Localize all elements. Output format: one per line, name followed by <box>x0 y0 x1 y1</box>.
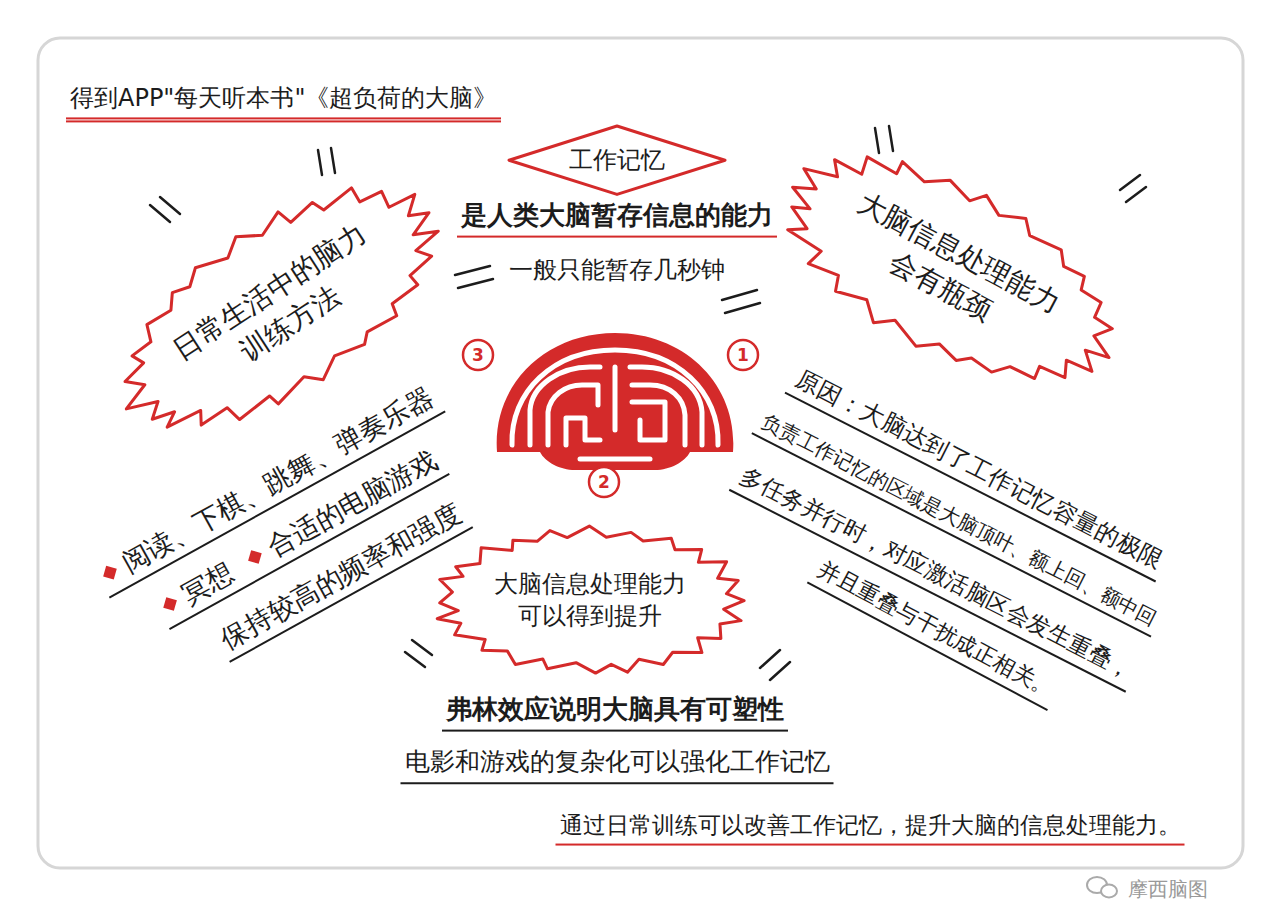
item-wrap: 得到APP"每天听本书"《超负荷的大脑》 <box>70 84 497 112</box>
node-text: 工作记忆 <box>569 144 665 176</box>
node-text: 大脑信息处理能力 可以得到提升 <box>492 568 689 633</box>
item-wrap: 2 <box>598 472 610 492</box>
callout-circle <box>589 467 619 497</box>
text-row: 一般只能暂存几秒钟 <box>505 255 729 289</box>
burst-outline <box>426 522 754 679</box>
underlined-row: 电影和游戏的复杂化可以强化工作记忆 <box>401 746 834 784</box>
page-title: 得到APP"每天听本书"《超负荷的大脑》 <box>70 84 497 112</box>
bullet-diamond <box>103 566 117 580</box>
text-row: 3 <box>472 347 484 364</box>
item-wrap: 电影和游戏的复杂化可以强化工作记忆 <box>405 747 830 776</box>
underlined-row: 弗林效应说明大脑具有可塑性 <box>442 693 788 732</box>
callout-circles <box>463 340 758 497</box>
item-wrap: 通过日常训练可以改善工作记忆，提升大脑的信息处理能力。 <box>560 812 1181 838</box>
item-wrap: 是人类大脑暂存信息的能力 <box>461 200 773 230</box>
brain-shape <box>497 333 734 470</box>
item-wrap: 摩西脑图 <box>1128 877 1208 901</box>
text-row: 摩西脑图 <box>1124 876 1212 905</box>
callout-number: 1 <box>737 345 749 365</box>
item-wrap: 1 <box>737 345 749 365</box>
brain-illustration <box>497 333 734 470</box>
callout-number: 3 <box>472 345 484 365</box>
node-text-box: 大脑信息处理能力 可以得到提升 <box>492 568 689 633</box>
summary-caption: 通过日常训练可以改善工作记忆，提升大脑的信息处理能力。 <box>560 812 1181 838</box>
text-row: 1 <box>737 347 749 364</box>
note-text: 一般只能暂存几秒钟 <box>509 256 725 284</box>
evidence-text: 弗林效应说明大脑具有可塑性 <box>446 694 784 724</box>
bullet-diamond <box>249 550 263 564</box>
callout-number: 2 <box>598 472 610 492</box>
outline-path <box>509 126 725 194</box>
bullet-diamond <box>163 598 177 612</box>
watermark-text: 摩西脑图 <box>1128 877 1208 901</box>
burst-bubble: 大脑信息处理能力 可以得到提升 <box>426 522 754 679</box>
card-frame <box>38 38 1243 868</box>
callout-circle <box>463 340 493 370</box>
definition-text: 是人类大脑暂存信息的能力 <box>461 200 773 230</box>
item-wrap: 一般只能暂存几秒钟 <box>509 256 725 284</box>
underlined-row: 是人类大脑暂存信息的能力 <box>457 199 777 238</box>
brain-gyri <box>512 350 718 459</box>
concept-diamond: 工作记忆 <box>507 124 727 196</box>
item-wrap: 弗林效应说明大脑具有可塑性 <box>446 694 784 724</box>
underlined-row: 通过日常训练可以改善工作记忆，提升大脑的信息处理能力。 <box>556 811 1185 846</box>
text-row: 2 <box>598 474 610 491</box>
evidence-text: 电影和游戏的复杂化可以强化工作记忆 <box>405 747 830 776</box>
outline-path <box>80 142 474 479</box>
outline-path <box>437 526 744 673</box>
wechat-icon <box>1087 877 1117 898</box>
item-wrap: 3 <box>472 345 484 365</box>
node-text-box: 工作记忆 <box>569 144 665 176</box>
callout-circle <box>728 340 758 370</box>
underlined-row: 得到APP"每天听本书"《超负荷的大脑》 <box>66 83 501 122</box>
